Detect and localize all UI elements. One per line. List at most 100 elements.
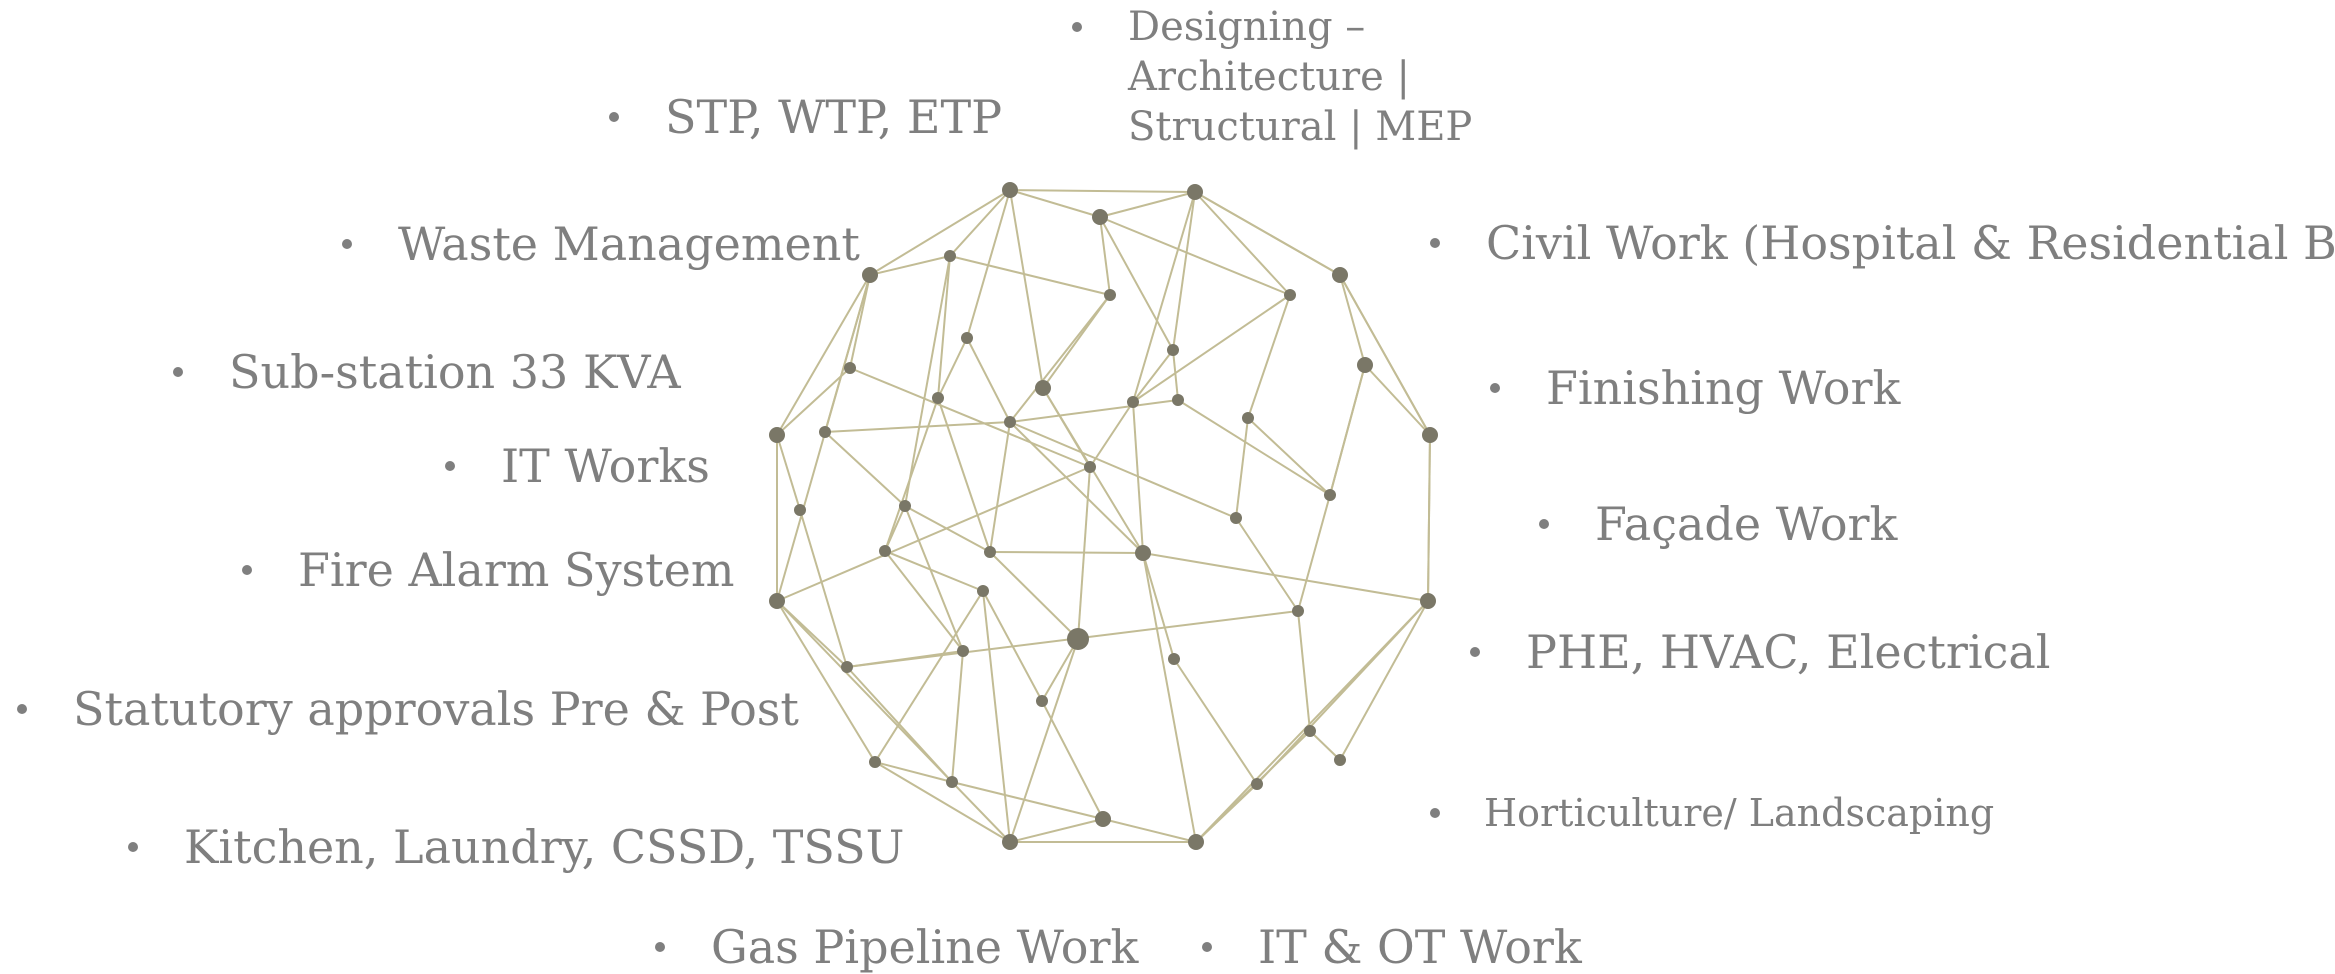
bullet-dot [17,704,27,714]
bullet-dot [1430,238,1440,248]
network-link [1195,600,1429,843]
service-label: Waste Management [398,217,860,271]
network-node [899,500,911,512]
network-node [1242,412,1254,424]
network-link [874,761,953,783]
network-link [824,431,906,507]
network-link [1247,294,1291,419]
network-link [989,551,1079,640]
network-link [874,590,984,763]
bullet-dot [1539,519,1549,529]
network-link [937,397,991,553]
network-link [849,274,871,369]
network-node [869,756,881,768]
service-kitchen: Kitchen, Laundry, CSSD, TSSU [128,822,904,872]
network-node [1084,461,1096,473]
service-waste-management: Waste Management [342,219,860,269]
network-node [1002,182,1018,198]
network-node [1104,289,1116,301]
network-node [1188,834,1204,850]
network-link [1009,189,1101,218]
network-link [776,274,871,602]
network-link [989,421,1011,553]
network-link [1132,349,1174,403]
network-node [1230,512,1242,524]
service-fire-alarm: Fire Alarm System [242,545,734,595]
network-link [776,600,1011,843]
network-link [1194,191,1291,296]
network-node [977,585,989,597]
service-gas-pipeline: Gas Pipeline Work [655,922,1138,972]
bullet-dot [445,461,455,471]
network-link [1172,349,1179,401]
network-link [869,189,1011,276]
network-link [1132,294,1291,403]
service-it-ot-work: IT & OT Work [1202,922,1582,972]
network-link [1041,638,1079,702]
network-node [1004,416,1016,428]
network-link [1009,189,1196,193]
service-facade-work: Façade Work [1539,499,1897,549]
network-node [1035,380,1051,396]
network-link [937,337,968,399]
service-label: PHE, HVAC, Electrical [1526,625,2051,679]
network-node [794,504,806,516]
network-link [1132,401,1144,554]
network-link [1009,638,1079,843]
network-link [1041,700,1104,820]
network-link [1247,417,1331,496]
bullet-dot [242,565,252,575]
bullet-dot [128,842,138,852]
bullet-dot [1490,383,1500,393]
network-link [776,274,871,436]
bullet-dot [1072,22,1082,32]
network-node [1284,289,1296,301]
service-label: Gas Pipeline Work [711,920,1139,974]
network-link [1142,552,1175,660]
service-label: Façade Work [1595,497,1898,551]
network-link [1339,274,1366,366]
network-node [1251,778,1263,790]
network-node [1420,593,1436,609]
network-link [874,761,1011,843]
network-link [1297,610,1311,732]
network-node [984,546,996,558]
network-link [1309,730,1341,761]
network-link [1172,191,1196,351]
network-node [841,661,853,673]
network-node [769,427,785,443]
service-label: Designing – Architecture | Structural | … [1128,4,1473,150]
network-link [904,255,951,507]
bullet-dot [609,112,619,122]
service-civil-work: Civil Work (Hospital & Residential Block… [1430,218,2335,268]
network-link [1339,274,1431,436]
network-link [824,421,1011,433]
service-finishing-work: Finishing Work [1490,363,1900,413]
service-it-works: IT Works [445,441,710,491]
network-link [776,600,876,763]
network-link [1099,216,1174,351]
bullet-dot [1430,808,1440,818]
network-node [879,545,891,557]
network-node [1292,605,1304,617]
network-link [884,550,984,592]
network-node [961,332,973,344]
service-designing: Designing – Architecture | Structural | … [1072,2,1472,152]
network-link [949,255,1111,296]
network-link [1339,600,1429,761]
network-node [1167,344,1179,356]
network-node [1304,725,1316,737]
network-link [1194,191,1341,276]
network-link [951,650,964,783]
network-link [1132,191,1196,403]
bullet-dot [173,367,183,377]
network-node [1092,209,1108,225]
network-node [1168,653,1180,665]
network-link [982,590,1011,843]
network-node [1172,394,1184,406]
network-link [1235,417,1249,519]
network-link [776,466,1091,602]
network-node [862,267,878,283]
network-node [946,776,958,788]
service-phe-hvac: PHE, HVAC, Electrical [1470,627,2051,677]
